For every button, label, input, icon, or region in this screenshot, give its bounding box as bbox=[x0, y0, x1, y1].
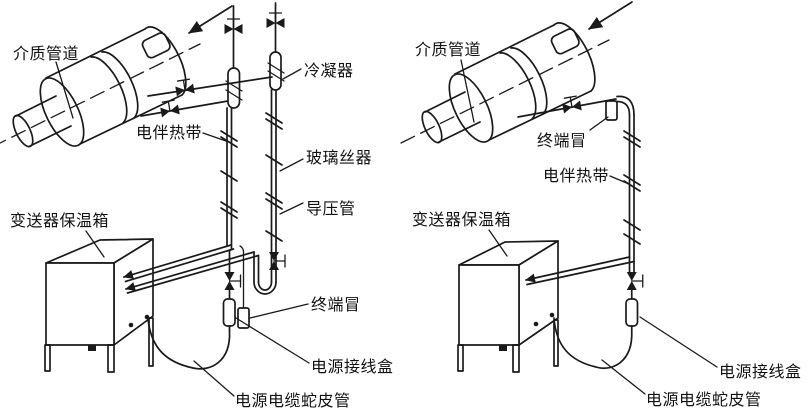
flow-arrow bbox=[188, 5, 233, 34]
medium-pipeline-label: 介质管道 bbox=[415, 41, 481, 59]
medium-pipeline-drawing bbox=[0, 5, 233, 154]
power-cable-conduit-curve bbox=[147, 318, 231, 370]
junction-box-drawing bbox=[625, 298, 639, 327]
drain-valve-icon bbox=[626, 271, 644, 291]
condenser-label: 冷凝器 bbox=[304, 62, 354, 80]
junction-box-label: 电源接线盒 bbox=[719, 363, 802, 381]
flow-arrow bbox=[588, 1, 633, 30]
impulse-pipe bbox=[525, 114, 644, 300]
heat-tracing-ticks bbox=[220, 112, 283, 242]
heat-tracing-ticks bbox=[623, 130, 641, 245]
glass-fiber-label: 玻璃丝器 bbox=[306, 149, 372, 167]
power-cable-conduit-label: 电源电缆蛇皮管 bbox=[646, 391, 762, 409]
drain-valve-icon bbox=[223, 271, 242, 291]
transmitter-box-label: 变送器保温箱 bbox=[412, 211, 511, 229]
terminal-cap-label: 终端冒 bbox=[311, 296, 361, 314]
medium-pipeline-drawing bbox=[400, 1, 633, 150]
left-labels: 介质管道 冷凝器 电伴热带 玻璃丝器 导压管 变送器保温箱 终端冒 电源接线盒 … bbox=[10, 45, 394, 410]
transmitter-box-drawing bbox=[44, 238, 154, 373]
power-cable-conduit-curve bbox=[553, 317, 633, 369]
transmitter-box-label: 变送器保温箱 bbox=[10, 212, 109, 230]
power-fittings bbox=[553, 298, 639, 369]
root-valve-icon bbox=[560, 94, 583, 115]
impulse-pipe-label: 导压管 bbox=[306, 200, 356, 218]
heat-tracing-label: 电伴热带 bbox=[543, 167, 609, 185]
transmitter-box-drawing bbox=[457, 240, 559, 373]
terminal-cap-label: 终端冒 bbox=[537, 132, 587, 150]
terminal-cap-drawing bbox=[237, 307, 250, 329]
left-figure: 介质管道 冷凝器 电伴热带 玻璃丝器 导压管 变送器保温箱 终端冒 电源接线盒 … bbox=[0, 2, 394, 410]
tapping-lines bbox=[140, 76, 273, 119]
right-figure: 介质管道 终端冒 电伴热带 变送器保温箱 电源接线盒 电源电缆蛇皮管 bbox=[400, 1, 802, 409]
root-valve-icon bbox=[173, 78, 196, 97]
heat-tracing-label: 电伴热带 bbox=[136, 124, 202, 142]
medium-pipeline-label: 介质管道 bbox=[13, 45, 79, 63]
root-valve-icon bbox=[158, 98, 181, 119]
tapping-line bbox=[517, 94, 635, 121]
junction-box-drawing bbox=[222, 298, 236, 327]
power-cable-conduit-label: 电源电缆蛇皮管 bbox=[235, 392, 351, 410]
junction-box-label: 电源接线盒 bbox=[311, 358, 394, 376]
power-fittings bbox=[147, 245, 250, 370]
vent-risers bbox=[223, 2, 286, 69]
impulse-pipes bbox=[123, 89, 286, 300]
terminal-cap-drawing bbox=[605, 100, 618, 121]
right-labels: 介质管道 终端冒 电伴热带 变送器保温箱 电源接线盒 电源电缆蛇皮管 bbox=[412, 41, 802, 409]
